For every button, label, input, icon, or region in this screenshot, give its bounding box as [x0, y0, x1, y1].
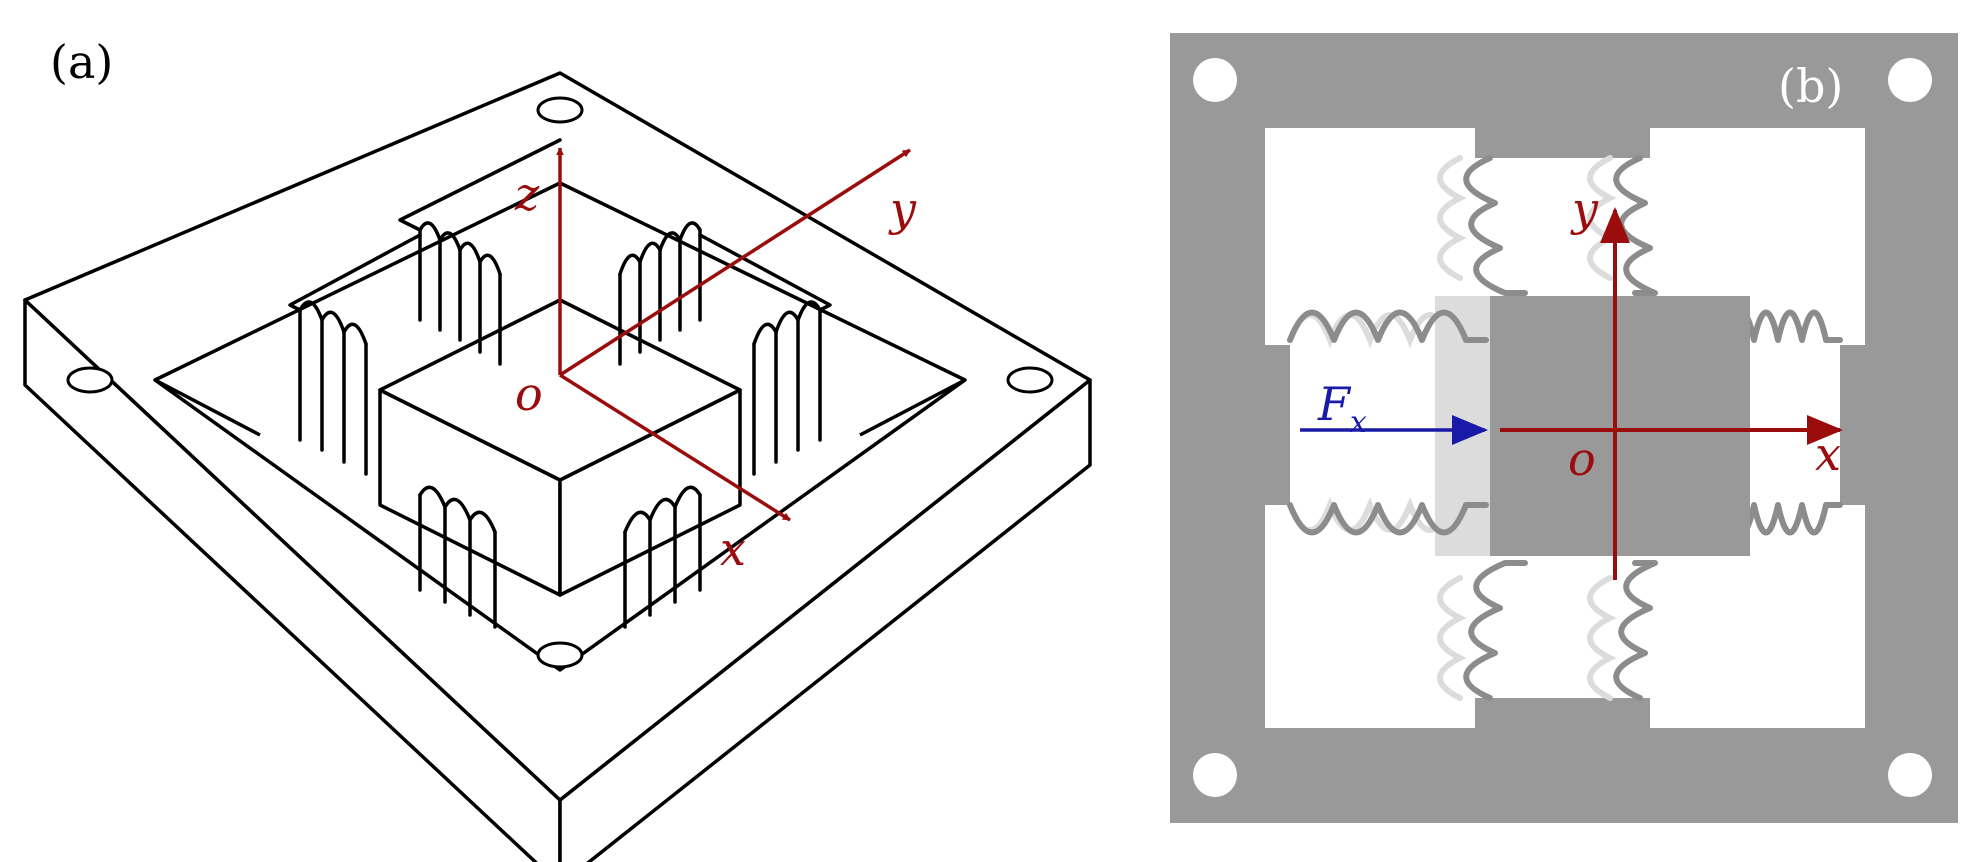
hole-top-right [1888, 58, 1932, 102]
springs-ghost [1287, 155, 1617, 701]
mounting-holes [66, 96, 1054, 669]
spring-bottom-left [1463, 560, 1528, 701]
axes-2d [1500, 207, 1843, 580]
spring-left-lower [1287, 502, 1489, 536]
axes-3d [556, 147, 911, 522]
axis-y [559, 148, 911, 377]
spring-group-upper-right [618, 221, 702, 366]
spring-left-upper [1287, 309, 1489, 343]
moving-platform [1490, 296, 1750, 556]
hole-bottom-left [1193, 753, 1237, 797]
spring-bottom-right [1613, 560, 1658, 701]
axis-y-label: y [888, 182, 917, 236]
spring-top-left [1463, 155, 1528, 296]
platform-corner-pads [1490, 296, 1750, 556]
hole-right [1006, 366, 1054, 394]
hole-left [66, 366, 114, 394]
panel-b: (b) y x o Fx [1170, 33, 1958, 823]
spring-group-lower-left [418, 485, 497, 629]
opening-depth-left [154, 378, 261, 437]
panel-a-label: (a) [50, 35, 113, 89]
hole-bottom [536, 641, 584, 669]
spring-group-lower-right [623, 485, 702, 629]
force-symbol: F [1317, 377, 1352, 431]
central-platform [378, 298, 742, 597]
spring-group-upper-left [398, 138, 562, 366]
panel-a: (a) [23, 35, 1092, 862]
hole-bottom-right [1888, 753, 1932, 797]
origin-label: o [515, 367, 543, 421]
origin-b-label: o [1568, 432, 1596, 486]
axis-x-b-label: x [1815, 427, 1841, 481]
hole-top [536, 96, 584, 124]
opening-depth-right [859, 378, 966, 437]
axis-z-label: z [514, 167, 540, 221]
axis-y-b-label: y [1570, 182, 1599, 236]
frame-holes [1193, 58, 1932, 797]
axis-x-label: x [720, 522, 746, 576]
hole-top-left [1193, 58, 1237, 102]
force-label: Fx [1317, 377, 1367, 440]
spring-group-left [288, 233, 422, 476]
axis-x [559, 373, 791, 522]
frame-tabs [1265, 128, 1865, 728]
platform-top-face [378, 298, 742, 482]
force-subscript: x [1350, 405, 1367, 440]
panel-b-label: (b) [1778, 59, 1843, 113]
